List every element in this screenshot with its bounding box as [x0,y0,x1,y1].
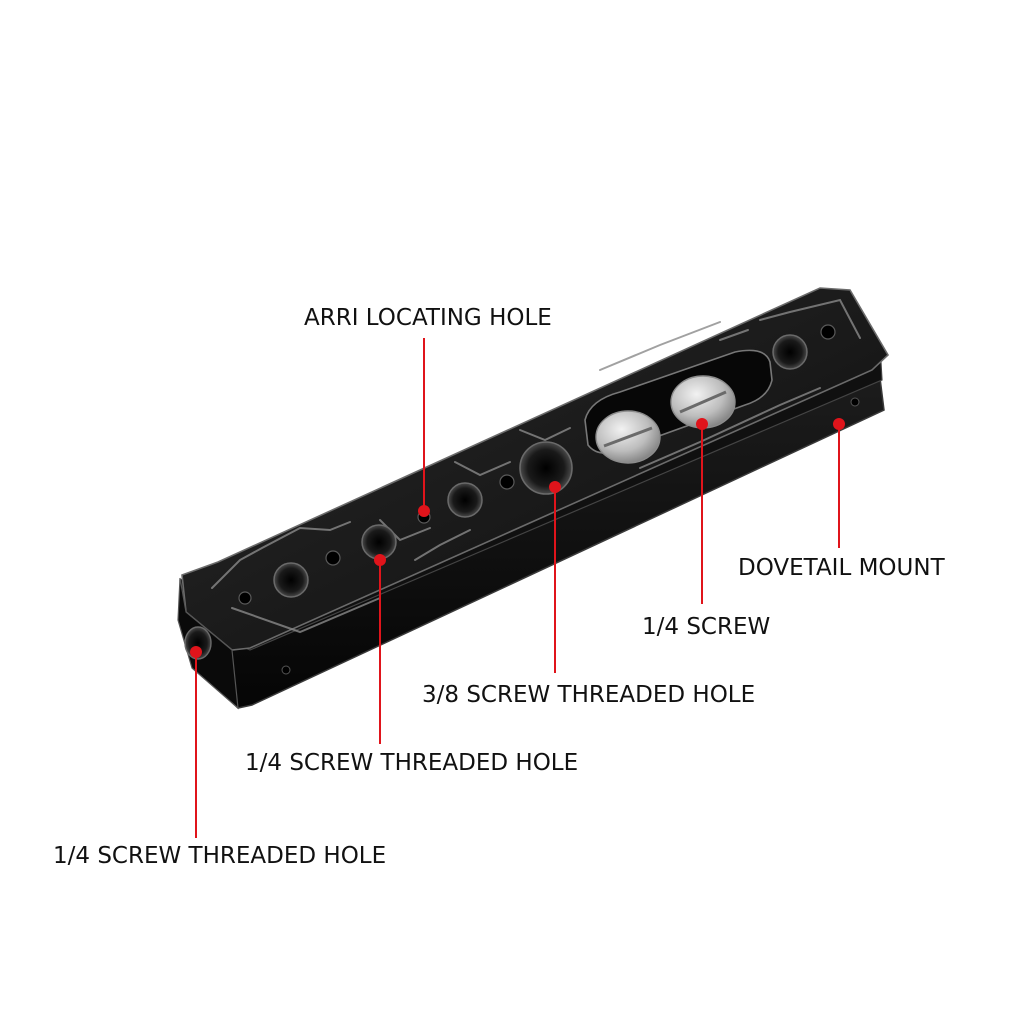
callout-label: 3/8 SCREW THREADED HOLE [422,682,755,708]
callout-quarter-threaded-hole-top: 1/4 SCREW THREADED HOLE [245,554,578,776]
locating-hole-icon [238,591,252,605]
callout-quarter-threaded-hole-end: 1/4 SCREW THREADED HOLE [53,646,386,869]
locating-hole-icon [820,324,836,340]
callout-arri-locating-hole: ARRI LOCATING HOLE [304,305,552,517]
threaded-hole-icon [447,482,483,518]
callout-label: DOVETAIL MOUNT [738,555,946,581]
callout-layer: ARRI LOCATING HOLE DOVETAIL MOUNT 1/4 SC… [53,305,946,869]
callout-label: 1/4 SCREW [642,614,770,640]
threaded-hole-icon [519,441,573,495]
marker-dot [190,646,202,658]
marker-dot [696,418,708,430]
threaded-hole-icon [273,562,309,598]
locating-hole-icon [325,550,341,566]
callout-label: ARRI LOCATING HOLE [304,305,552,331]
marker-dot [374,554,386,566]
marker-dot [549,481,561,493]
threaded-hole-icon [361,524,397,560]
callout-label: 1/4 SCREW THREADED HOLE [53,843,386,869]
locating-hole-icon [499,474,515,490]
rail-grooves [211,298,861,634]
camera-rail-plate-icon [177,287,890,710]
callout-three-eighths-threaded-hole: 3/8 SCREW THREADED HOLE [422,481,755,708]
callout-label: 1/4 SCREW THREADED HOLE [245,750,578,776]
screw-icon [595,410,661,464]
marker-dot [833,418,845,430]
threaded-hole-icon [772,334,808,370]
callout-quarter-screw: 1/4 SCREW [642,418,770,640]
marker-dot [418,505,430,517]
callout-dovetail-mount: DOVETAIL MOUNT [738,418,946,581]
side-hole-icon [850,397,860,407]
side-hole-icon [281,665,291,675]
